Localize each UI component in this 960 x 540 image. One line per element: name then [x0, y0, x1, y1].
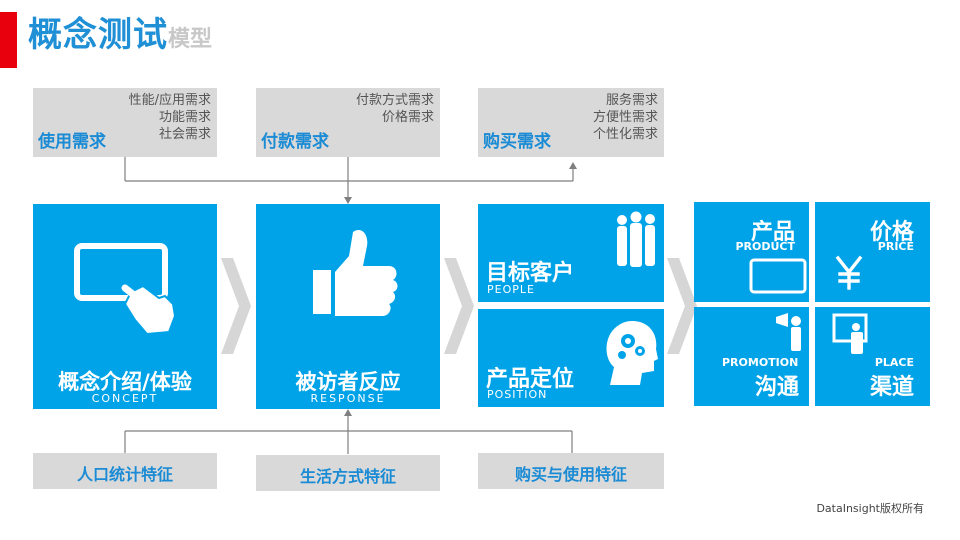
title-accent-bar — [0, 12, 17, 68]
feature-box-demographic: 人口统计特征 — [33, 453, 217, 489]
mix-price-en: PRICE — [877, 240, 914, 253]
need-item: 价格需求 — [381, 110, 434, 125]
need-item: 社会需求 — [158, 127, 211, 142]
thumbs-up-icon — [313, 229, 398, 316]
need-item: 个性化需求 — [592, 127, 658, 142]
need-items-purchase: 服务需求 方便性需求 个性化需求 — [593, 92, 658, 143]
need-item: 付款方式需求 — [355, 93, 434, 108]
stage-concept-en: CONCEPT — [91, 392, 159, 405]
product-positioning-en: POSITION — [487, 388, 548, 401]
feature-lifestyle-label: 生活方式特征 — [299, 467, 396, 486]
stage-response-en: RESPONSE — [310, 392, 386, 405]
stage-response-label: 被访者反应 — [295, 370, 401, 394]
mix-promotion-en: PROMOTION — [722, 356, 799, 369]
feature-purchase-usage-label: 购买与使用特征 — [514, 465, 627, 484]
mix-price-cn: 价格 — [869, 220, 914, 245]
need-item: 性能/应用需求 — [128, 93, 211, 108]
mix-place-cn: 渠道 — [869, 375, 914, 400]
stage-concept: 概念介绍/体验 CONCEPT — [33, 204, 217, 409]
feature-box-purchase-usage: 购买与使用特征 — [478, 453, 664, 489]
feature-box-lifestyle: 生活方式特征 — [256, 455, 440, 491]
need-item: 功能需求 — [158, 110, 211, 125]
mix-place-en: PLACE — [874, 356, 914, 369]
touchscreen-icon — [74, 243, 177, 336]
chevron-right-icon — [444, 258, 474, 354]
need-item: 服务需求 — [605, 93, 658, 108]
stage-concept-label: 概念介绍/体验 — [58, 370, 192, 394]
need-items-payment: 付款方式需求 价格需求 — [356, 92, 434, 126]
chevron-right-icon — [667, 258, 697, 354]
megaphone-icon — [776, 313, 801, 351]
mix-tile-promotion: PROMOTION 沟通 — [694, 307, 809, 406]
presenter-board-icon — [832, 313, 868, 354]
need-title-usage: 使用需求 — [38, 132, 106, 152]
mix-tile-product: 产品 PRODUCT — [694, 202, 809, 302]
people-group-icon — [617, 211, 655, 267]
head-gears-icon — [606, 321, 658, 385]
need-title-payment: 付款需求 — [261, 132, 329, 152]
mix-tile-price: 价格 PRICE — [815, 202, 930, 302]
target-customer-box: 目标客户 PEOPLE — [478, 204, 664, 302]
product-positioning-label: 产品定位 — [486, 367, 575, 392]
need-box-usage: 性能/应用需求 功能需求 社会需求 使用需求 — [33, 88, 217, 157]
stage-response: 被访者反应 RESPONSE — [256, 204, 440, 409]
product-positioning-box: 产品定位 POSITION — [478, 309, 664, 407]
need-item: 方便性需求 — [592, 110, 658, 125]
page-title-main: 概念测试 — [28, 15, 168, 55]
mix-product-cn: 产品 — [750, 220, 795, 245]
need-title-purchase: 购买需求 — [483, 132, 551, 152]
target-customer-en: PEOPLE — [487, 283, 535, 296]
mix-promotion-cn: 沟通 — [754, 375, 799, 400]
need-box-purchase: 服务需求 方便性需求 个性化需求 购买需求 — [478, 88, 664, 157]
target-customer-label: 目标客户 — [486, 261, 575, 286]
mix-tile-place: PLACE 渠道 — [815, 307, 930, 406]
tablet-icon — [749, 258, 807, 294]
page-title: 概念测试模型 — [28, 18, 212, 52]
need-box-payment: 付款方式需求 价格需求 付款需求 — [256, 88, 440, 157]
mix-product-en: PRODUCT — [735, 240, 795, 253]
chevron-right-icon — [221, 258, 251, 354]
page-title-sub: 模型 — [168, 27, 213, 52]
yen-icon — [835, 255, 863, 290]
feature-demographic-label: 人口统计特征 — [76, 465, 173, 484]
copyright-text: DataInsight版权所有 — [816, 502, 924, 515]
need-items-usage: 性能/应用需求 功能需求 社会需求 — [129, 92, 211, 143]
